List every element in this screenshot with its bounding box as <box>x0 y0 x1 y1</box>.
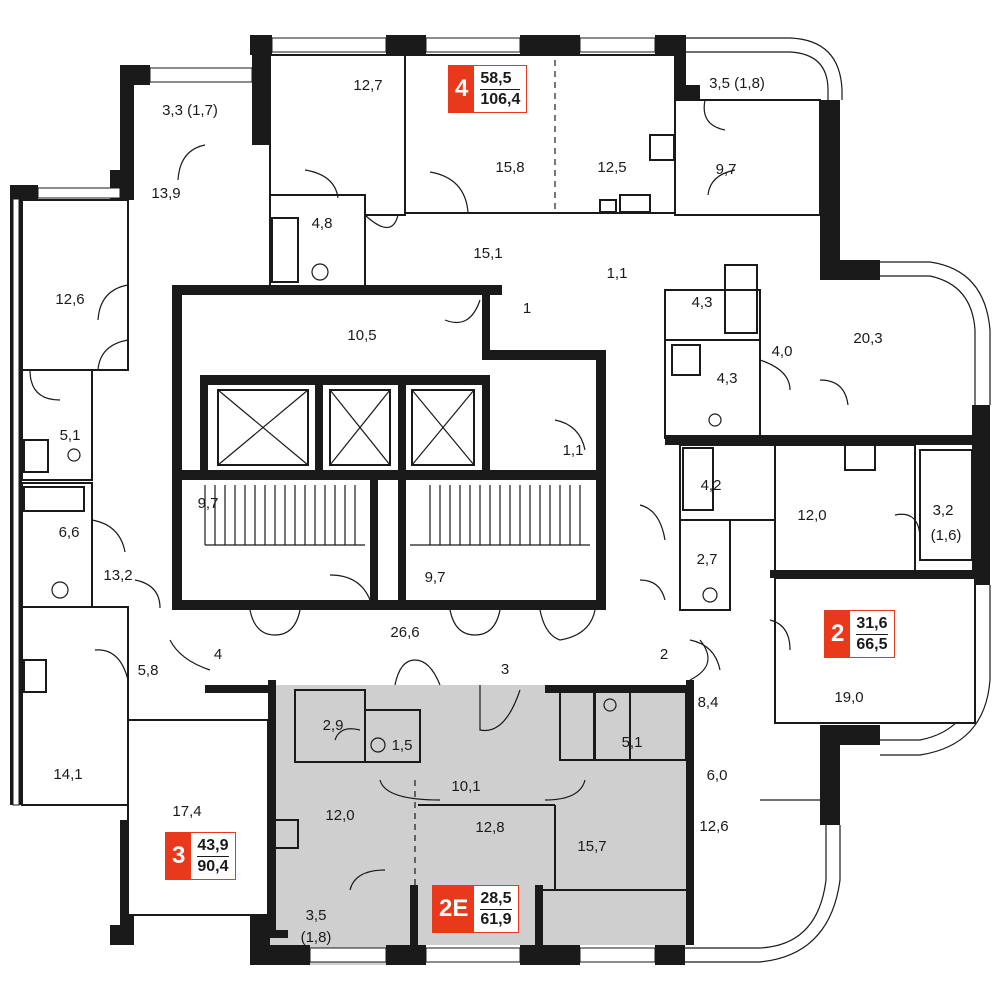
total-area: 90,4 <box>197 857 229 875</box>
total-area: 61,9 <box>480 910 512 928</box>
living-area: 58,5 <box>480 69 512 87</box>
room-label: 12,0 <box>325 807 354 824</box>
apartment-areas: 58,5 106,4 <box>474 66 526 112</box>
room-label: 17,4 <box>172 803 201 820</box>
room-label: 1 <box>523 300 531 317</box>
apartment-areas: 43,9 90,4 <box>191 833 234 879</box>
room-label: 15,1 <box>473 245 502 262</box>
living-area: 28,5 <box>480 889 512 907</box>
apartment-badge-4: 4 58,5 106,4 <box>448 65 528 113</box>
corridor-doors <box>169 639 709 732</box>
apartment-areas: 28,5 61,9 <box>474 886 517 932</box>
room-label: 9,7 <box>716 161 737 178</box>
room-label: 1,1 <box>607 265 628 282</box>
room-label: 12,8 <box>475 819 504 836</box>
room-label: 1,5 <box>392 737 413 754</box>
apartment-3-partitions <box>21 199 269 916</box>
room-label: 3,5 <box>306 907 327 924</box>
room-label: 12,0 <box>797 507 826 524</box>
room-label: 12,6 <box>699 818 728 835</box>
room-label: 14,1 <box>53 766 82 783</box>
living-area: 43,9 <box>197 836 229 854</box>
room-label: 4,2 <box>701 477 722 494</box>
room-label: 2,9 <box>323 717 344 734</box>
room-label: (1,6) <box>931 527 962 544</box>
room-label: 15,8 <box>495 159 524 176</box>
room-label: 26,6 <box>390 624 419 641</box>
room-label: 2 <box>660 646 668 663</box>
total-area: 66,5 <box>856 635 888 653</box>
room-label: 15,7 <box>577 838 606 855</box>
room-label: 12,7 <box>353 77 382 94</box>
room-label: 19,0 <box>834 689 863 706</box>
room-label: 5,1 <box>60 427 81 444</box>
apartment-number: 2 <box>825 611 851 657</box>
total-area: 106,4 <box>480 90 521 108</box>
room-label: 10,1 <box>451 778 480 795</box>
room-label: (1,8) <box>301 929 332 946</box>
apartment-2e-partitions <box>205 680 694 955</box>
room-label: 5,8 <box>138 662 159 679</box>
room-label: 10,5 <box>347 327 376 344</box>
apartment-number: 2E <box>433 886 475 932</box>
apartment-badge-2: 2 31,6 66,5 <box>824 610 895 658</box>
room-label: 13,2 <box>103 567 132 584</box>
room-label: 20,3 <box>853 330 882 347</box>
apartment-areas: 31,6 66,5 <box>850 611 893 657</box>
room-label: 3,5 (1,8) <box>709 75 765 92</box>
room-label: 5,1 <box>622 734 643 751</box>
apartment-badge-3: 3 43,9 90,4 <box>165 832 236 880</box>
room-label: 9,7 <box>425 569 446 586</box>
living-area: 31,6 <box>856 614 888 632</box>
room-label: 4,0 <box>772 343 793 360</box>
room-label: 12,6 <box>55 291 84 308</box>
room-label: 1,1 <box>563 442 584 459</box>
room-label: 4,8 <box>312 215 333 232</box>
apartment-2-partitions <box>639 264 980 801</box>
room-label: 6,6 <box>59 524 80 541</box>
apartment-4-partitions <box>177 54 821 288</box>
room-label: 8,4 <box>698 694 719 711</box>
room-label: 4 <box>214 646 222 663</box>
room-label: 13,9 <box>151 185 180 202</box>
room-label: 12,5 <box>597 159 626 176</box>
apartment-number: 4 <box>449 66 475 112</box>
room-label: 9,7 <box>198 495 219 512</box>
room-label: 3,3 (1,7) <box>162 102 218 119</box>
room-label: 2,7 <box>697 551 718 568</box>
apartment-badge-2e: 2E 28,5 61,9 <box>432 885 519 933</box>
room-label: 3 <box>501 661 509 678</box>
room-label: 4,3 <box>717 370 738 387</box>
windows <box>12 37 991 963</box>
room-labels: 12,7 15,8 12,5 3,5 (1,8) 3,3 (1,7) 13,9 … <box>53 75 961 946</box>
apartment-number: 3 <box>166 833 192 879</box>
central-core <box>172 285 606 641</box>
room-label: 4,3 <box>692 294 713 311</box>
room-label: 6,0 <box>707 767 728 784</box>
room-label: 3,2 <box>933 502 954 519</box>
